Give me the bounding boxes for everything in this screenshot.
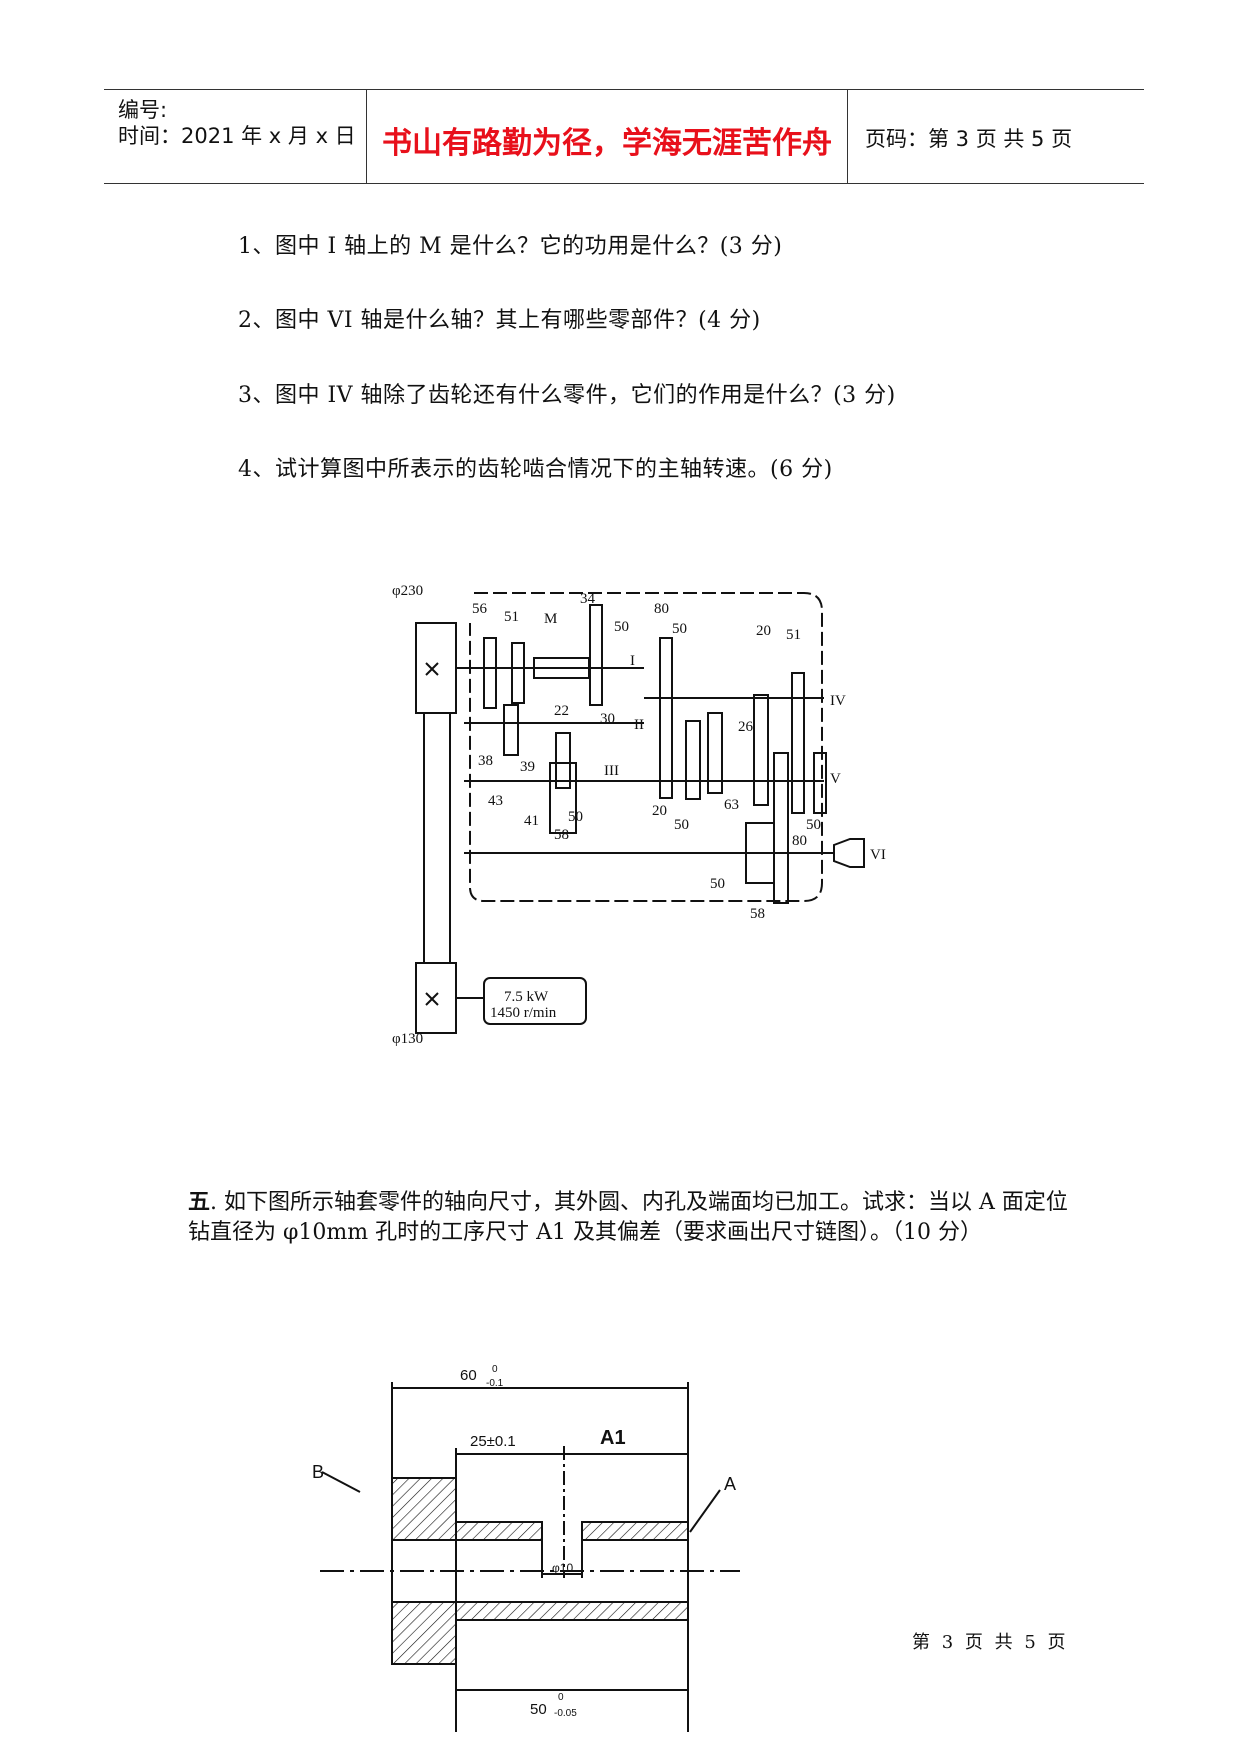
question-3: 3、图中 IV 轴除了齿轮还有什么零件，它们的作用是什么？(3 分) [238, 383, 896, 408]
header-motto-cell: 书山有路勤为径，学海无涯苦作舟 [367, 90, 848, 183]
gear-34 [589, 604, 603, 706]
dim-step: 25±0.1 [470, 1433, 516, 1450]
label-shaft-I: I [630, 653, 635, 669]
gear-label: 38 [478, 753, 493, 769]
question-4: 4、试计算图中所表示的齿轮啮合情况下的主轴转速。(6 分) [238, 457, 833, 482]
dim-bottom: 50 [530, 1701, 547, 1718]
gear-38 [503, 704, 519, 756]
gear-label: 30 [600, 711, 615, 727]
motor [483, 977, 587, 1025]
gear-label: 26 [738, 719, 754, 735]
gear-label: 20 [652, 803, 667, 819]
gear-label: 50 [674, 817, 689, 833]
section-5: 五. 如下图所示轴套零件的轴向尺寸，其外圆、内孔及端面均已加工。试求：当以 A … [188, 1187, 1068, 1248]
gear-label: 58 [750, 906, 765, 922]
gear-58 [773, 752, 789, 904]
dim-overall: 60 [460, 1367, 477, 1384]
gear-label: 39 [520, 759, 535, 775]
face-b: B [312, 1462, 324, 1482]
dim-bottom-lower: -0.05 [554, 1708, 577, 1719]
header-page-cell: 页码：第 3 页 共 5 页 [849, 90, 1144, 183]
spindle-tip [833, 838, 865, 868]
label-pulley-bottom: φ130 [392, 1031, 423, 1047]
gear-label: 34 [580, 591, 596, 607]
dim-bottom-upper: 0 [558, 1692, 564, 1703]
gear-label: 50 [614, 619, 629, 635]
gearbox-diagram: φ230 φ130 7.5 kW 1450 r/min M I II III I… [392, 583, 886, 1047]
gear-51 [511, 642, 525, 704]
header-info-cell: 编号: 时间：2021 年 x 月 x 日 [104, 90, 367, 183]
page-code: 页码：第 3 页 共 5 页 [865, 127, 1073, 151]
gear-50c [813, 752, 827, 814]
gear-label: 41 [524, 813, 539, 829]
dim-a1: A1 [600, 1427, 626, 1449]
gear-label: 50 [672, 621, 687, 637]
section-5-text: . 如下图所示轴套零件的轴向尺寸，其外圆、内孔及端面均已加工。试求：当以 A 面… [188, 1190, 1068, 1245]
label-motor-speed: 1450 r/min [490, 1005, 557, 1021]
gear-56 [483, 637, 497, 709]
section-top-right [581, 1521, 689, 1541]
gear-50b [745, 822, 775, 884]
dim-overall-upper: 0 [492, 1364, 498, 1375]
question-2: 2、图中 VI 轴是什么轴？其上有哪些零部件？(4 分) [238, 308, 761, 333]
gear-label: 51 [504, 609, 519, 625]
gear-label: 80 [654, 601, 669, 617]
dim-hole: φ10 [552, 1561, 573, 1575]
motto: 书山有路勤为径，学海无涯苦作舟 [382, 126, 832, 161]
page-header: 编号: 时间：2021 年 x 月 x 日 书山有路勤为径，学海无涯苦作舟 页码… [104, 89, 1144, 184]
gear-label: 43 [488, 793, 503, 809]
gear-label: 56 [472, 601, 488, 617]
gear-41 [549, 762, 577, 834]
gear-label: 20 [756, 623, 771, 639]
label-pulley-top: φ230 [392, 583, 423, 599]
gear-label: 80 [792, 833, 807, 849]
gear-label: 50 [568, 809, 583, 825]
label-motor-power: 7.5 kW [504, 989, 549, 1005]
page-footer: 第 3 页 共 5 页 [912, 1632, 1069, 1653]
gear-label: 58 [554, 827, 569, 843]
section-top [391, 1477, 543, 1541]
time-label: 时间：2021 年 x 月 x 日 [118, 124, 356, 148]
gear-51b [791, 672, 805, 814]
gear-20 [685, 720, 701, 800]
pulley-bottom [415, 962, 457, 1034]
label-shaft-III: III [604, 763, 619, 779]
section-5-number: 五 [188, 1189, 211, 1215]
label-shaft-IV: IV [830, 693, 846, 709]
section-bottom [391, 1601, 689, 1665]
gear-label: 50 [806, 817, 821, 833]
pulley-top-mark [425, 662, 439, 676]
label-shaft-II: II [634, 717, 644, 733]
gear-63 [707, 712, 723, 794]
housing-outline [469, 592, 823, 902]
dim-overall-lower: -0.1 [486, 1378, 504, 1389]
label-clutch: M [544, 611, 557, 627]
sleeve-part-drawing: 60 0 -0.1 25±0.1 A1 φ10 50 0 -0.05 A B [312, 1364, 740, 1732]
gear-label: 63 [724, 797, 739, 813]
label-shaft-VI: VI [870, 847, 886, 863]
gear-label: 51 [786, 627, 801, 643]
question-1: 1、图中 I 轴上的 M 是什么？它的功用是什么？(3 分) [238, 234, 783, 259]
gear-22 [555, 732, 571, 789]
gear-label: 22 [554, 703, 569, 719]
gear-label: 50 [710, 876, 725, 892]
gear-80 [659, 637, 673, 799]
gear-26 [753, 694, 769, 806]
pulley-top [415, 622, 457, 714]
face-a: A [724, 1474, 736, 1494]
label-shaft-V: V [830, 771, 841, 787]
serial-label: 编号: [118, 98, 168, 122]
pulley-bottom-mark [425, 992, 439, 1006]
